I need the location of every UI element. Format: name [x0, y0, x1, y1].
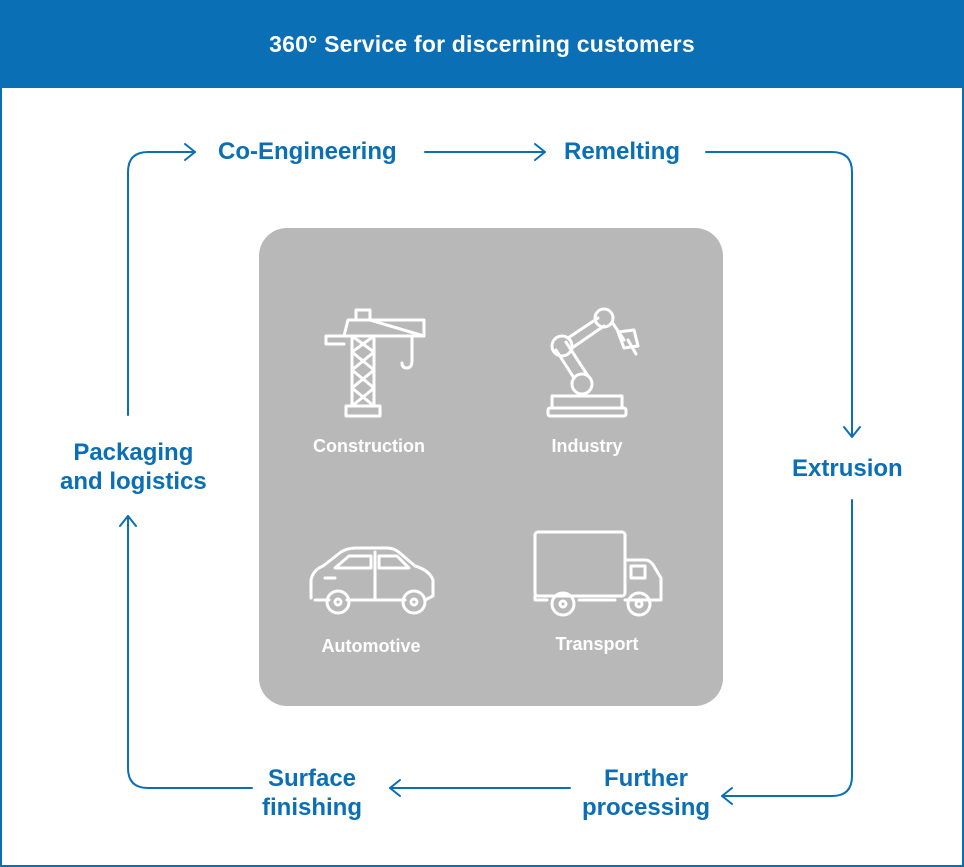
arrowhead-packaging — [119, 515, 137, 527]
step-co-engineering: Co-Engineering — [218, 137, 397, 166]
step-surface-finishing: Surface finishing — [262, 764, 362, 822]
sector-label: Transport — [555, 634, 639, 654]
step-extrusion: Extrusion — [792, 454, 903, 483]
sectors-panel: Construction Industry — [259, 228, 723, 706]
step-remelting: Remelting — [564, 137, 680, 166]
robot-arm-icon — [546, 307, 640, 418]
crane-icon — [324, 308, 426, 418]
arrowhead-extrusion — [843, 426, 861, 438]
step-label-line1: Further — [604, 765, 689, 792]
truck-icon — [533, 530, 663, 617]
arrowhead-surface — [389, 779, 401, 797]
step-label: Extrusion — [792, 455, 903, 482]
car-icon — [309, 546, 435, 615]
sector-construction: Construction — [279, 300, 459, 457]
step-label-line1: Surface — [267, 765, 357, 792]
sector-transport: Transport — [507, 524, 687, 655]
arrow-remelting-to-extrusion — [705, 151, 853, 436]
step-label-line1: Packaging — [73, 439, 194, 466]
sector-industry: Industry — [497, 300, 677, 457]
sector-label: Automotive — [321, 636, 421, 656]
header-title: 360° Service for discerning customers — [269, 30, 695, 57]
step-label: Co-Engineering — [218, 138, 397, 165]
step-label: Remelting — [564, 138, 681, 165]
sector-automotive: Automotive — [281, 530, 461, 657]
step-label-line2: processing — [582, 794, 711, 821]
arrowhead-coengineering — [184, 143, 196, 161]
arrowhead-processing — [721, 787, 733, 805]
step-further-processing: Further processing — [582, 764, 710, 822]
step-packaging: Packaging and logistics — [60, 438, 207, 496]
arrowhead-remelting — [534, 143, 546, 161]
sector-label: Industry — [551, 436, 623, 456]
step-label-line2: finishing — [262, 794, 362, 821]
arrow-surface-to-packaging — [127, 515, 253, 789]
arrow-extrusion-to-processing — [721, 499, 853, 797]
arrow-packaging-to-coengineering — [127, 151, 196, 416]
step-label-line2: and logistics — [60, 468, 207, 495]
header-bar: 360° Service for discerning customers — [0, 0, 964, 88]
sector-label: Construction — [313, 436, 425, 456]
